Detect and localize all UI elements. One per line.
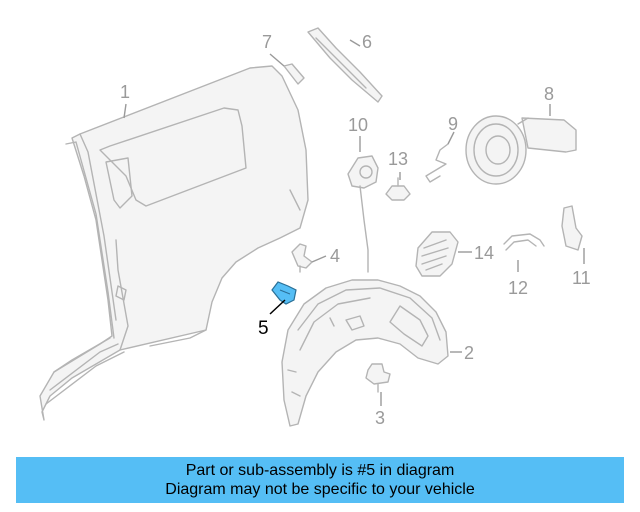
fuel-door-part-8[interactable] bbox=[465, 115, 577, 185]
bracket-part-11[interactable] bbox=[561, 205, 583, 251]
callout-7: 7 bbox=[262, 32, 272, 52]
callout-3: 3 bbox=[375, 408, 385, 428]
info-banner: Part or sub-assembly is #5 in diagram Di… bbox=[16, 457, 624, 503]
grommet-part-13[interactable] bbox=[385, 177, 411, 201]
spring-part-9[interactable] bbox=[425, 143, 449, 183]
callout-5: 5 bbox=[258, 318, 269, 339]
callout-1: 1 bbox=[120, 82, 130, 102]
wheelhouse-liner-part-2[interactable] bbox=[281, 279, 449, 427]
callout-9: 9 bbox=[448, 114, 458, 134]
release-actuator-part-10[interactable] bbox=[347, 155, 379, 273]
clip-part-4[interactable] bbox=[291, 243, 313, 273]
callout-14: 14 bbox=[474, 243, 494, 263]
callout-13: 13 bbox=[388, 149, 408, 169]
screw-part-3[interactable] bbox=[365, 363, 391, 393]
vent-grille-part-14[interactable] bbox=[415, 231, 459, 277]
callout-2: 2 bbox=[464, 343, 474, 363]
banner-line-2: Diagram may not be specific to your vehi… bbox=[165, 481, 475, 498]
callout-8: 8 bbox=[544, 84, 554, 104]
trim-strip-part-6[interactable] bbox=[307, 27, 383, 103]
push-pin-part-5[interactable] bbox=[271, 281, 297, 305]
drain-hose-part-12[interactable] bbox=[503, 233, 545, 251]
clip-part-7[interactable] bbox=[283, 63, 305, 85]
callout-6: 6 bbox=[362, 32, 372, 52]
banner-line-1: Part or sub-assembly is #5 in diagram bbox=[185, 462, 455, 479]
callout-12: 12 bbox=[508, 278, 528, 298]
callout-11: 11 bbox=[572, 268, 591, 288]
callout-10: 10 bbox=[348, 115, 368, 135]
quarter-panel-part-1[interactable] bbox=[39, 65, 309, 421]
callout-4: 4 bbox=[330, 246, 340, 266]
